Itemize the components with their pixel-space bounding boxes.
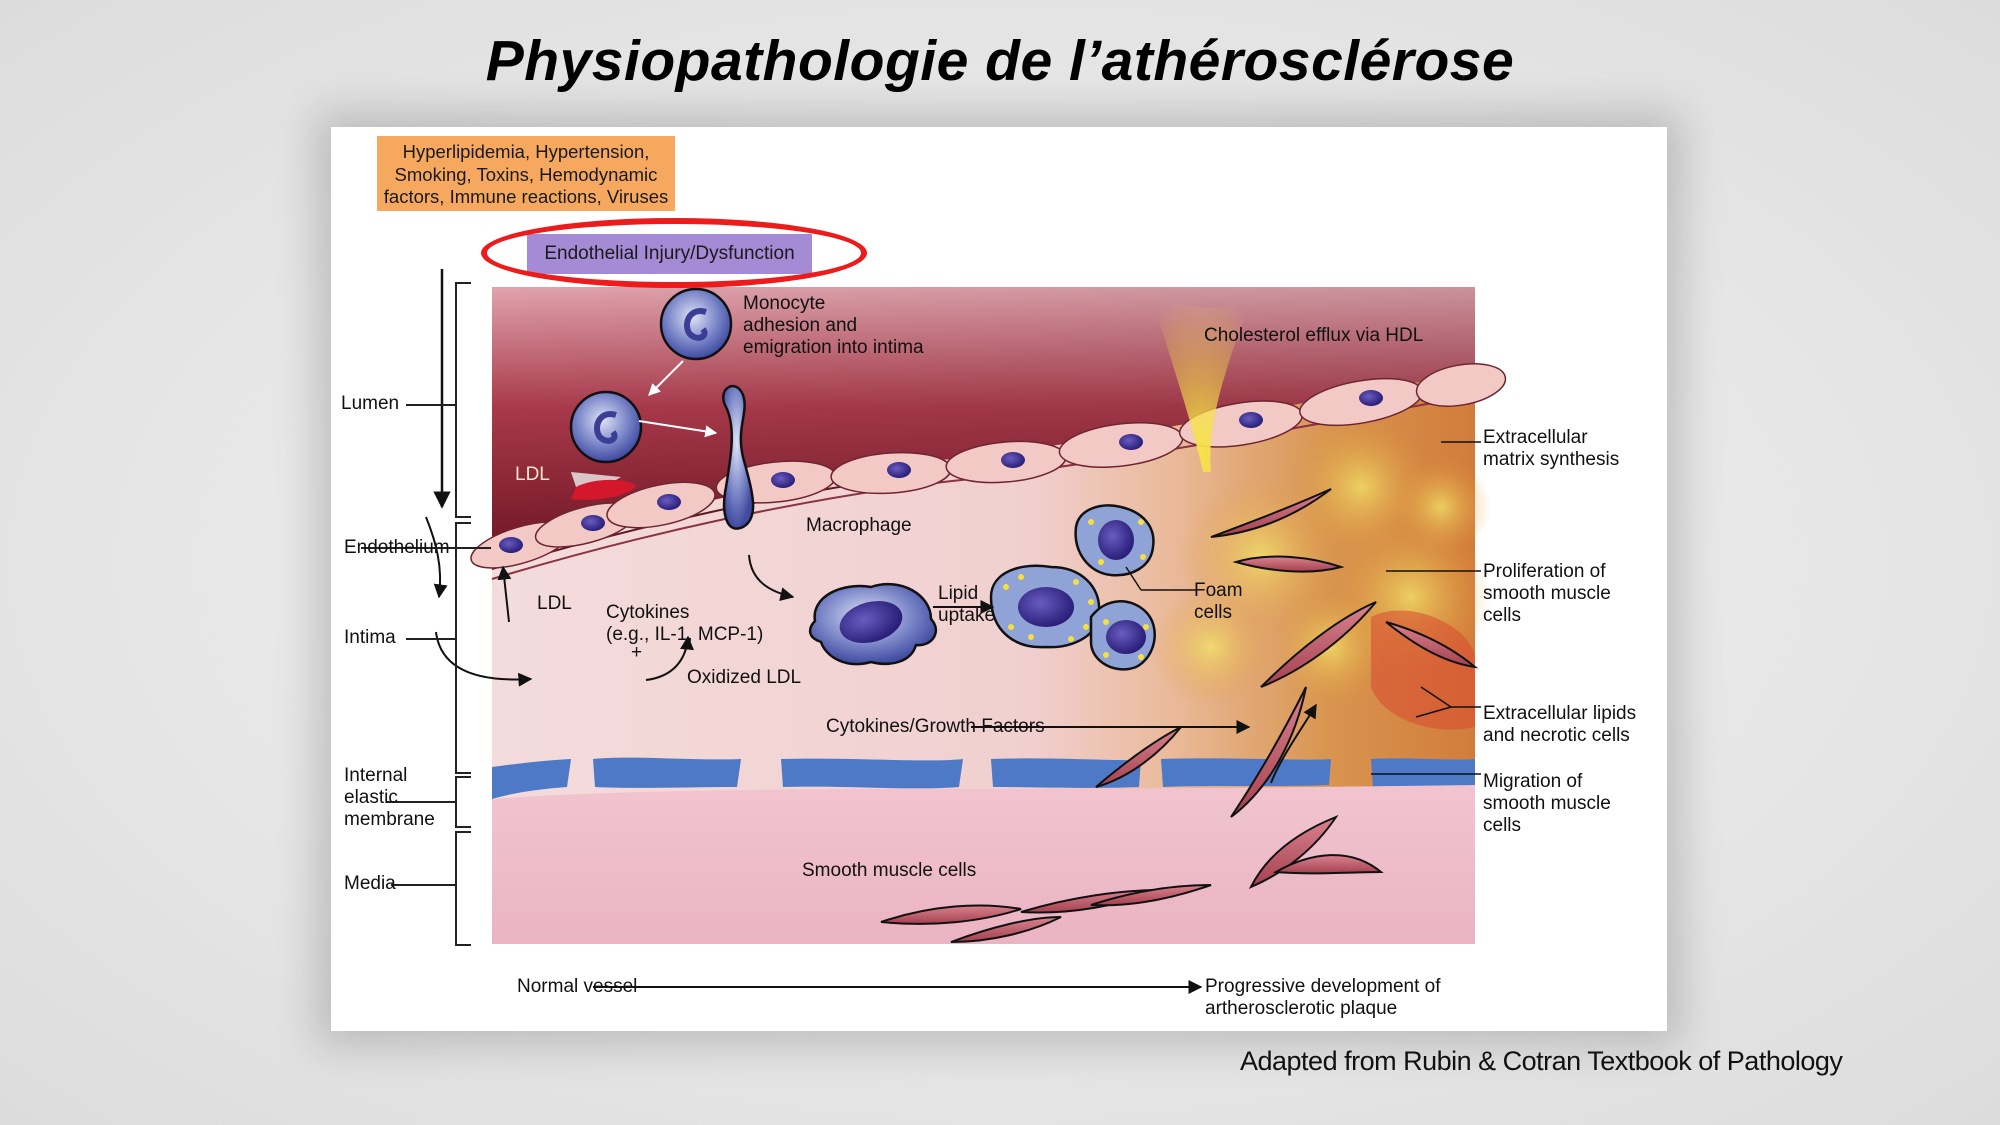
smooth-muscle-label: Smooth muscle cells [802, 860, 977, 881]
right-label-ecm: Extracellular matrix synthesis [1483, 427, 1620, 470]
timeline-end-label: Progressive development of artherosclero… [1205, 976, 1441, 1019]
layer-label-internal-elastic-membrane: Internal elastic membrane [344, 765, 435, 830]
layer-label-endothelium: Endothelium [344, 537, 450, 558]
foam-cell-2 [1074, 504, 1155, 577]
right-label-proliferation: Proliferation of smooth muscle cells [1483, 561, 1611, 626]
growth-factors-label: Cytokines/Growth Factors [826, 716, 1045, 737]
macrophage-label: Macrophage [806, 515, 912, 536]
atherosclerosis-figure: Hyperlipidemia, Hypertension, Smoking, T… [331, 127, 1667, 1031]
monocyte-adhering [569, 390, 643, 500]
layer-label-lumen: Lumen [341, 393, 400, 414]
monocyte-circulating [659, 287, 733, 361]
oxidized-ldl-label: Oxidized LDL [687, 667, 802, 688]
layer-label-media: Media [344, 873, 396, 894]
monocyte-emigrating [722, 384, 755, 530]
foam-cells-label: Foam cells [1194, 580, 1243, 623]
right-label-migration: Migration of smooth muscle cells [1483, 771, 1611, 836]
cholesterol-efflux-plume [1151, 292, 1251, 472]
plus-sign: + [631, 642, 643, 663]
foam-cell-3 [1089, 600, 1156, 671]
layer-label-intima: Intima [344, 627, 396, 648]
cytokines-label: Cytokines (e.g., IL-1, MCP-1) [606, 602, 764, 645]
source-credit: Adapted from Rubin & Cotran Textbook of … [1240, 1046, 1843, 1076]
ldl-lumen-label: LDL [515, 464, 550, 485]
risk-factors-box: Hyperlipidemia, Hypertension, Smoking, T… [377, 136, 675, 211]
lipid-uptake-label: Lipid uptake [938, 583, 996, 626]
illustration [361, 269, 1507, 994]
ldl-intima-label: LDL [537, 593, 572, 614]
slide-title: Physiopathologie de l’athérosclérose [485, 29, 1515, 93]
vessel-cross-section [361, 269, 1507, 994]
layer-brackets [361, 282, 491, 946]
timeline-start-label: Normal vessel [517, 976, 638, 997]
foam-cell-1 [989, 564, 1101, 649]
macrophage [808, 582, 938, 666]
highlight-ellipse [481, 218, 867, 288]
endothelial-cells [470, 363, 1507, 569]
smooth-muscle-cells [880, 488, 1479, 943]
monocyte-label: Monocyte adhesion and emigration into in… [743, 293, 924, 358]
right-label-lipids: Extracellular lipids and necrotic cells [1483, 703, 1637, 746]
cholesterol-efflux-label: Cholesterol efflux via HDL [1204, 325, 1424, 346]
